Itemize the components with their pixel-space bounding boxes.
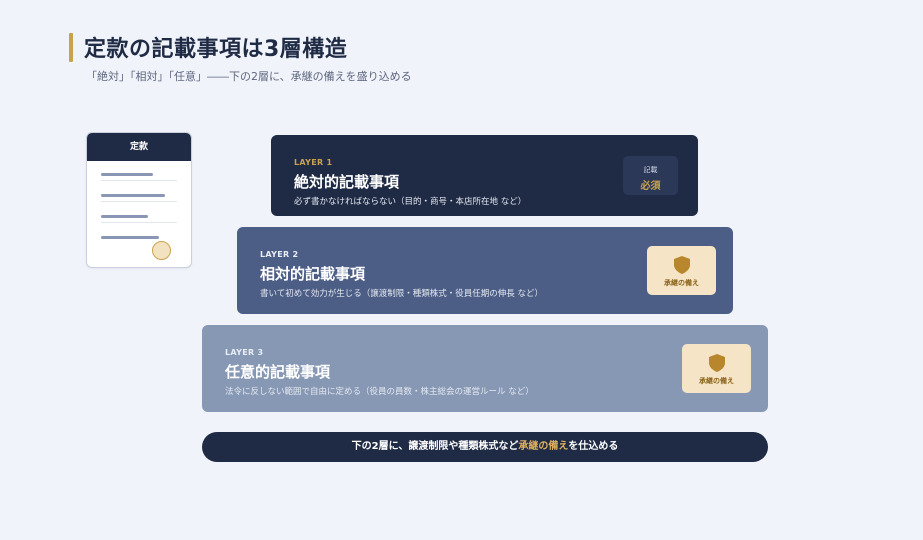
document-rule bbox=[101, 180, 177, 181]
required-badge-bottom: 必須 bbox=[640, 181, 661, 192]
title-accent-bar bbox=[69, 33, 73, 62]
shield-icon bbox=[673, 256, 690, 274]
layer-tag: LAYER 3 bbox=[225, 348, 264, 357]
document-rule bbox=[101, 201, 177, 202]
document-line bbox=[101, 194, 165, 197]
articles-document-icon: 定款 bbox=[86, 132, 192, 268]
layer-description: 書いて初めて効力が生じる（譲渡制限・種類株式・役員任期の伸長 など） bbox=[260, 289, 543, 299]
layer-2-relative: LAYER 2 相対的記載事項 書いて初めて効力が生じる（譲渡制限・種類株式・役… bbox=[237, 227, 733, 314]
layer-3-optional: LAYER 3 任意的記載事項 法令に反しない範囲で自由に定める（役員の員数・株… bbox=[202, 325, 768, 412]
succession-badge: 承継の備え bbox=[682, 344, 751, 393]
succession-badge-label: 承継の備え bbox=[699, 377, 734, 385]
document-line bbox=[101, 215, 148, 218]
summary-highlight: 承継の備え bbox=[518, 441, 569, 452]
succession-badge-label: 承継の備え bbox=[664, 279, 699, 287]
required-badge-top: 記載 bbox=[643, 166, 658, 174]
document-line bbox=[101, 173, 153, 176]
succession-badge: 承継の備え bbox=[647, 246, 716, 295]
summary-suffix: を仕込める bbox=[568, 441, 619, 452]
page-subtitle: 「絶対」「相対」「任意」――下の2層に、承継の備えを盛り込める bbox=[86, 70, 412, 83]
layer-1-absolute: LAYER 1 絶対的記載事項 必ず書かなければならない（目的・商号・本店所在地… bbox=[271, 135, 698, 216]
shield-icon bbox=[708, 354, 725, 372]
layer-name: 任意的記載事項 bbox=[225, 363, 331, 381]
layer-name: 相対的記載事項 bbox=[260, 265, 366, 283]
layer-tag: LAYER 1 bbox=[294, 158, 333, 167]
layer-description: 必ず書かなければならない（目的・商号・本店所在地 など） bbox=[294, 197, 527, 207]
document-line bbox=[101, 236, 159, 239]
required-badge: 記載 必須 bbox=[623, 156, 678, 195]
layer-name: 絶対的記載事項 bbox=[294, 173, 400, 191]
summary-prefix: 下の2層に、譲渡制限や種類株式など bbox=[351, 441, 519, 452]
document-rule bbox=[101, 222, 177, 223]
seal-stamp-icon bbox=[152, 241, 171, 260]
layer-tag: LAYER 2 bbox=[260, 250, 299, 259]
document-label: 定款 bbox=[87, 133, 191, 161]
summary-banner: 下の2層に、譲渡制限や種類株式など承継の備えを仕込める bbox=[202, 432, 768, 462]
page-title: 定款の記載事項は3層構造 bbox=[84, 37, 348, 62]
layer-description: 法令に反しない範囲で自由に定める（役員の員数・株主総会の運営ルール など） bbox=[225, 387, 534, 397]
